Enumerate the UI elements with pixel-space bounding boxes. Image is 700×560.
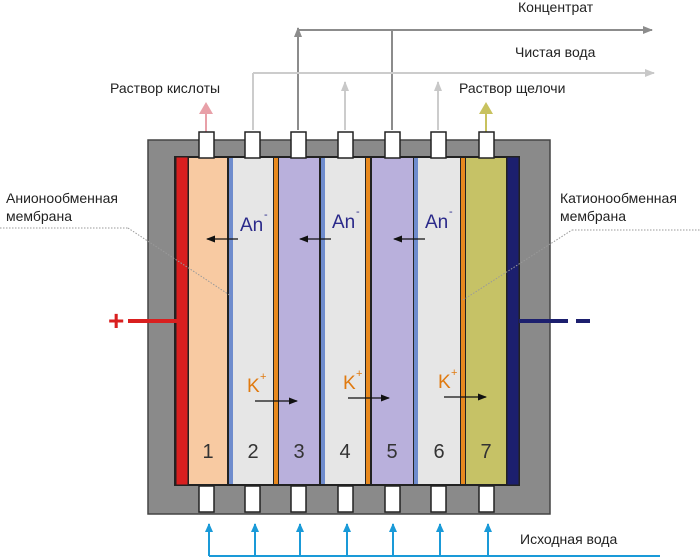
anion-label-chamber-2: An -: [240, 209, 268, 236]
svg-text:K: K: [438, 372, 451, 393]
chamber-number: 2: [247, 441, 258, 463]
svg-text:+: +: [260, 371, 266, 383]
alkali-outlet-arrow: [479, 102, 493, 132]
anion-membrane-label-1: Анионообменная: [6, 190, 118, 206]
chamber-3-concentrate: [279, 158, 319, 484]
chamber-numbers: 1 2 3 4 5 6 7: [202, 441, 491, 463]
top-nozzles: [198, 131, 495, 159]
chamber-number: 1: [202, 441, 213, 463]
chamber-number: 7: [480, 441, 491, 463]
svg-text:K: K: [343, 373, 356, 394]
cation-label-chamber-4: K +: [343, 368, 362, 394]
cation-label-chamber-2: K +: [247, 371, 266, 397]
cation-label-chamber-6: K +: [438, 367, 457, 393]
svg-text:An: An: [240, 215, 263, 236]
anode-electrode: [175, 156, 189, 486]
cation-membrane-label-2: мембрана: [560, 208, 626, 224]
chamber-number: 5: [386, 441, 397, 463]
source-water-label: Исходная вода: [520, 531, 617, 547]
anion-membrane-label-2: мембрана: [6, 208, 72, 224]
chamber-number: 6: [433, 441, 444, 463]
cation-migration-arrows: [255, 393, 487, 405]
svg-text:K: K: [247, 376, 260, 397]
chamber-4-dilute: [325, 158, 365, 484]
anion-label-chamber-4: An -: [332, 206, 360, 233]
svg-text:An: An: [425, 212, 448, 233]
plus-sign: +: [108, 305, 124, 336]
svg-text:-: -: [264, 209, 268, 221]
acid-solution-label: Раствор кислоты: [110, 80, 220, 96]
source-water-inlet-lines: [205, 523, 660, 557]
cation-membrane-label-1: Катионообменная: [560, 190, 677, 206]
svg-text:+: +: [451, 367, 457, 379]
anion-membranes: [229, 158, 418, 484]
svg-text:An: An: [332, 212, 355, 233]
chamber-7-alkali: [466, 158, 506, 484]
chamber-number: 3: [293, 441, 304, 463]
chamber-1-acid: [189, 158, 227, 484]
cathode-electrode: [506, 156, 520, 486]
svg-text:+: +: [356, 368, 362, 380]
chamber-2-dilute: [233, 158, 273, 484]
alkali-solution-label: Раствор щелочи: [459, 80, 565, 96]
concentrate-outlet-lines: [294, 26, 653, 130]
svg-text:-: -: [356, 206, 360, 218]
cation-label-leader: [462, 229, 573, 301]
clean-water-outlet-lines: [252, 69, 655, 130]
chamber-6-dilute: [418, 158, 460, 484]
anion-label-chamber-6: An -: [425, 206, 453, 233]
acid-outlet-arrow: [199, 102, 213, 132]
svg-text:-: -: [449, 206, 453, 218]
clean-water-label: Чистая вода: [515, 44, 596, 60]
cation-membranes: [274, 158, 465, 484]
chamber-number: 4: [339, 441, 350, 463]
bottom-nozzles: [198, 485, 495, 513]
concentrate-label: Концентрат: [518, 0, 594, 15]
chamber-5-concentrate: [372, 158, 413, 484]
